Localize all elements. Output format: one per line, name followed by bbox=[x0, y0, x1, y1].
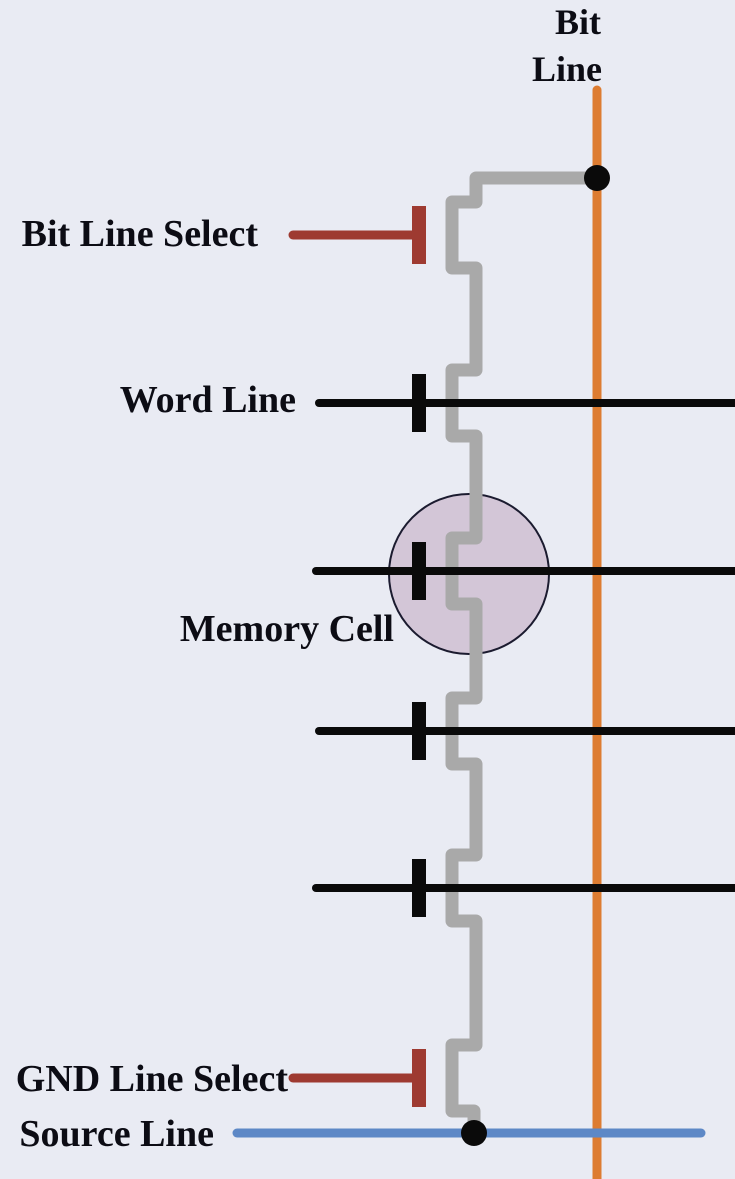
word-lines bbox=[312, 374, 735, 917]
contact-dots bbox=[461, 165, 610, 1146]
select-gates bbox=[288, 206, 426, 1107]
channel-path bbox=[445, 171, 604, 1140]
labels: Bit Line Bit Line Select Word Line Memor… bbox=[16, 2, 602, 1155]
bit-line-label-line2: Line bbox=[532, 49, 602, 89]
contact-dot-source-line bbox=[461, 1120, 487, 1146]
word-line-label: Word Line bbox=[120, 379, 296, 421]
source-line-label: Source Line bbox=[19, 1113, 214, 1155]
gnd-line-select-label: GND Line Select bbox=[16, 1058, 289, 1100]
contact-dot-bit-line bbox=[584, 165, 610, 191]
bit-line-select-label: Bit Line Select bbox=[22, 213, 259, 255]
memory-cell-label: Memory Cell bbox=[180, 608, 394, 650]
bit-line-label-line1: Bit bbox=[555, 2, 601, 42]
